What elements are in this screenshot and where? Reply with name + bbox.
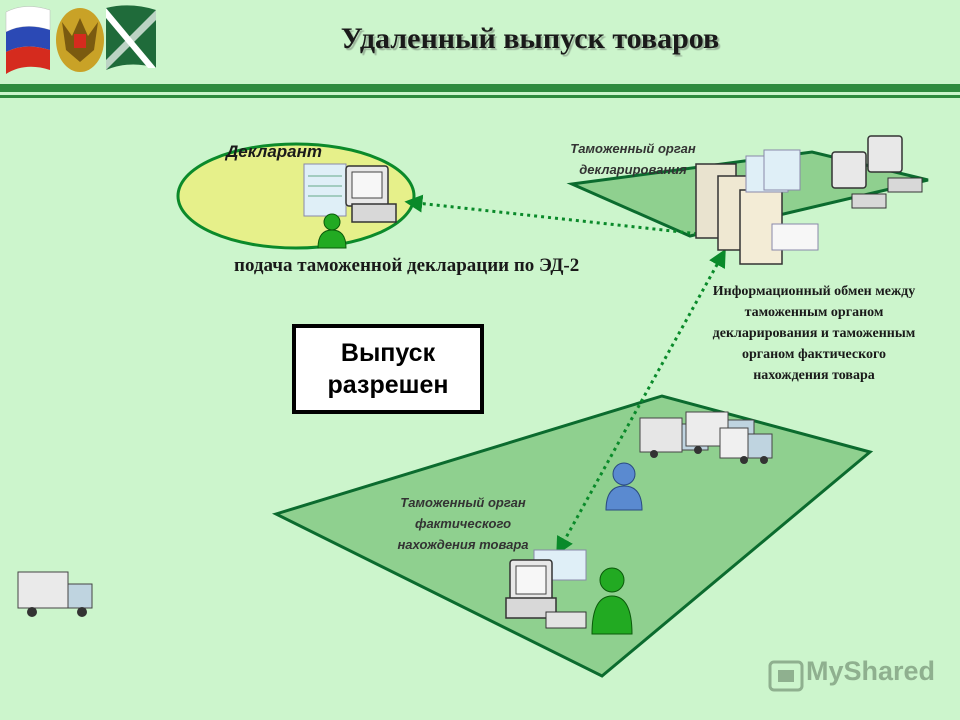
info-exchange-line: нахождения товара	[753, 368, 875, 383]
actual-office-label-line: Таможенный орган	[400, 495, 526, 510]
officer-computer-icon	[505, 549, 587, 629]
release-status-line: разрешен	[327, 371, 449, 399]
submission-caption: подача таможенной декларации по ЭД-2	[234, 255, 580, 276]
declaration-office-label-line: декларирования	[579, 162, 687, 177]
actual-office-label-line: нахождения товара	[397, 537, 529, 552]
info-exchange-line: декларирования и таможенным	[712, 326, 916, 341]
info-exchange-text: Информационный обмен между таможенным ор…	[672, 281, 956, 386]
info-exchange-line: органом фактического	[741, 347, 887, 362]
truck-fleet-icon	[639, 411, 773, 464]
release-status-line: Выпуск	[340, 339, 436, 367]
actual-office-label-line: фактического	[414, 516, 512, 531]
declaration-office-label: Таможенный орган декларирования	[548, 138, 718, 180]
declarant-person-icon	[317, 213, 347, 249]
inspector-person-icon	[605, 462, 643, 511]
truck-icon	[17, 571, 93, 617]
info-exchange-line: Информационный обмен между	[712, 284, 916, 299]
double-eagle-emblem-icon	[56, 8, 104, 72]
watermark-text: MyShared	[806, 656, 936, 686]
header-stripe	[0, 84, 960, 98]
exchange-connector	[556, 248, 726, 556]
page-title: Удаленный выпуск товаров	[340, 22, 720, 55]
declaration-office-label-line: Таможенный орган	[570, 141, 696, 156]
info-exchange-line: таможенным органом	[744, 305, 884, 320]
customs-logo	[5, 5, 156, 74]
actual-office-label: Таможенный орган фактического нахождения…	[372, 492, 554, 555]
officer-person-icon	[591, 567, 633, 635]
declarant-computer-icon	[303, 163, 397, 223]
customs-flag-icon	[106, 5, 156, 70]
declarant-label: Декларант	[226, 142, 323, 161]
watermark-logo-icon	[768, 660, 804, 692]
release-status-box: Выпуск разрешен	[292, 324, 484, 414]
submission-connector	[404, 194, 719, 238]
russian-flag-icon	[5, 6, 51, 74]
office-workstations-icon	[831, 135, 923, 209]
actual-location-zone	[271, 394, 874, 678]
server-cluster-icon	[695, 149, 819, 265]
